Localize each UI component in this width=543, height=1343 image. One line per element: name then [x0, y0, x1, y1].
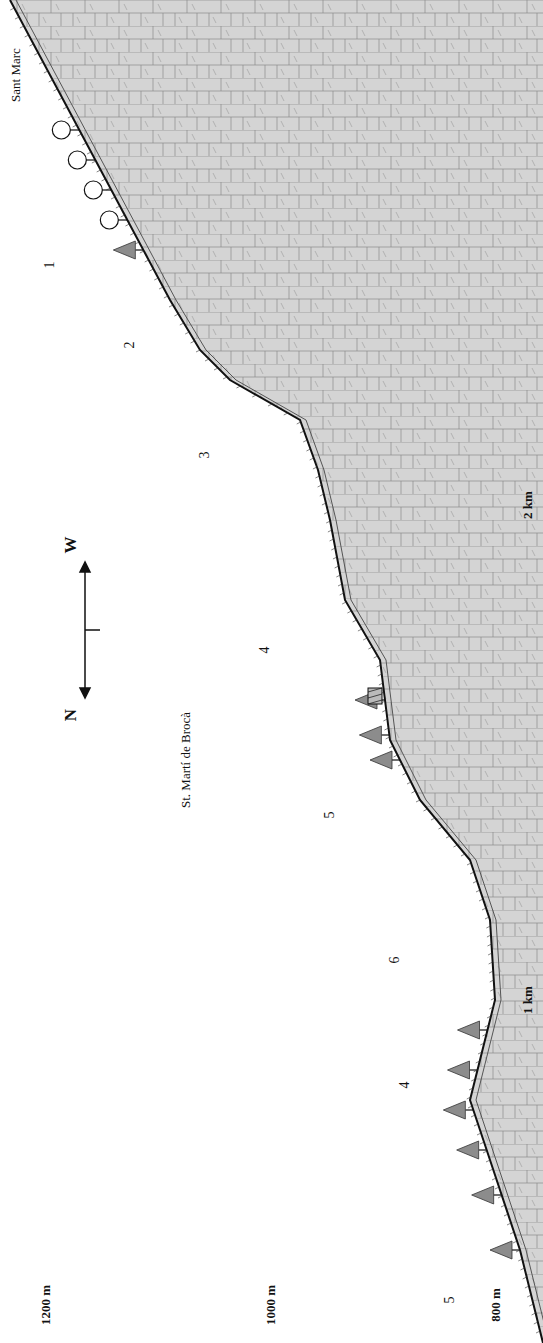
building: [368, 688, 382, 704]
axis-label: 800 m: [489, 1288, 502, 1322]
place-name: St. Martí de Brocà: [179, 712, 192, 808]
soil-line: [16, 0, 543, 1343]
callout-number: 4: [398, 1082, 412, 1089]
orientation-arrow: [80, 562, 100, 698]
callout-number: 5: [323, 812, 337, 819]
callout-number: 3: [198, 452, 212, 459]
direction-letter: W: [62, 537, 79, 554]
callout-number: 6: [388, 957, 402, 964]
callout-number: 5: [443, 1297, 457, 1304]
direction-letter: N: [62, 709, 79, 721]
axis-label: 2 km: [521, 491, 534, 519]
axis-label: 1000 m: [264, 1285, 277, 1325]
surface-line: [10, 0, 543, 1343]
axis-label: 1 km: [521, 986, 534, 1014]
vegetation: [10, 8, 540, 1333]
callout-number: 2: [123, 342, 137, 349]
ground-fill: [10, 0, 543, 1343]
place-name: Sant Marc: [9, 48, 22, 102]
axis-label: 1200 m: [39, 1285, 52, 1325]
callout-number: 4: [258, 647, 272, 654]
callout-number: 1: [43, 262, 57, 269]
